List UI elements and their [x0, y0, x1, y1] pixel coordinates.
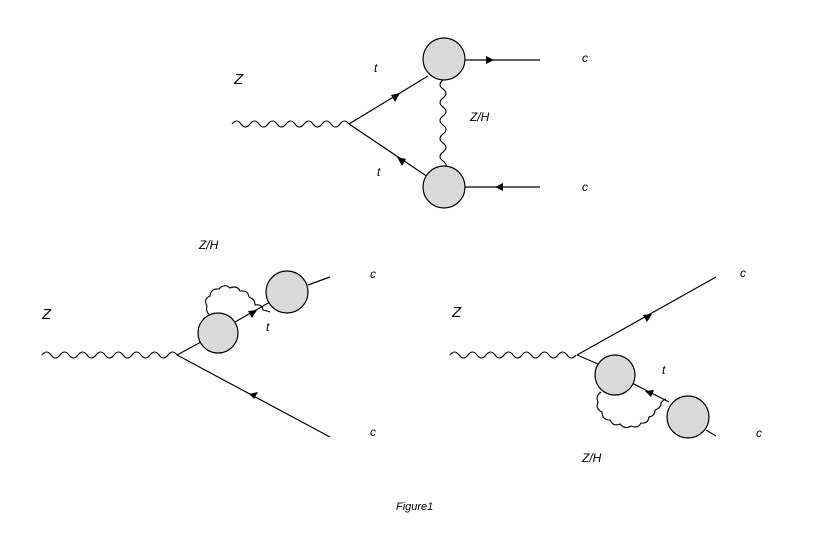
left-c-line-upper	[307, 276, 331, 286]
top-z-label: Z	[233, 71, 244, 88]
left-quark-line-upper	[176, 341, 202, 356]
top-t-label-upper: t	[374, 61, 378, 75]
left-t-label: t	[266, 320, 270, 334]
right-c-label-lower: c	[756, 426, 762, 440]
left-c-label-upper: c	[370, 267, 376, 281]
top-c-arrow-lower	[495, 183, 503, 191]
right-vertex-blob-upper	[594, 354, 636, 396]
top-zh-label: Z/H	[469, 110, 490, 124]
left-vertex-blob-lower	[197, 312, 239, 354]
top-c-label-lower: c	[582, 180, 588, 194]
right-c-arrow-upper	[643, 314, 652, 322]
top-c-arrow-upper	[486, 56, 494, 64]
right-zh-label: Z/H	[581, 451, 602, 465]
top-arrow-lower	[397, 157, 406, 166]
right-z-label: Z	[451, 304, 462, 321]
left-zh-loop	[204, 285, 271, 317]
left-z-label: Z	[41, 306, 52, 323]
diagram-top: Z t t Z/H c c	[231, 37, 588, 209]
left-zh-label: Z/H	[198, 238, 219, 252]
right-c-label-upper: c	[740, 266, 746, 280]
right-t-label: t	[662, 363, 666, 377]
top-arrow-upper	[391, 93, 400, 102]
top-z-propagator	[231, 120, 350, 128]
left-z-propagator	[41, 351, 178, 359]
top-zh-exchange	[439, 79, 447, 171]
top-c-label-upper: c	[582, 51, 588, 65]
right-quark-line-lower	[576, 354, 599, 365]
left-internal-arrow	[248, 310, 257, 318]
diagram-right: Z t Z/H c c	[449, 266, 762, 465]
top-quark-line-upper	[348, 75, 429, 125]
top-vertex-blob-lower	[422, 165, 466, 209]
top-t-label-lower: t	[377, 165, 381, 179]
figure-caption: Figure1	[396, 501, 433, 513]
right-z-propagator	[449, 351, 577, 359]
right-vertex-blob-lower	[666, 395, 710, 439]
left-c-label-lower: c	[370, 425, 376, 439]
diagram-left: Z Z/H t c c	[41, 238, 376, 439]
right-c-line-lower	[705, 429, 717, 437]
left-vertex-blob-upper	[265, 270, 309, 314]
right-zh-loop	[596, 391, 667, 429]
left-c-arrow-lower	[249, 392, 258, 399]
top-vertex-blob-upper	[422, 37, 466, 81]
right-internal-arrow	[645, 390, 654, 397]
top-quark-line-lower	[348, 123, 429, 178]
